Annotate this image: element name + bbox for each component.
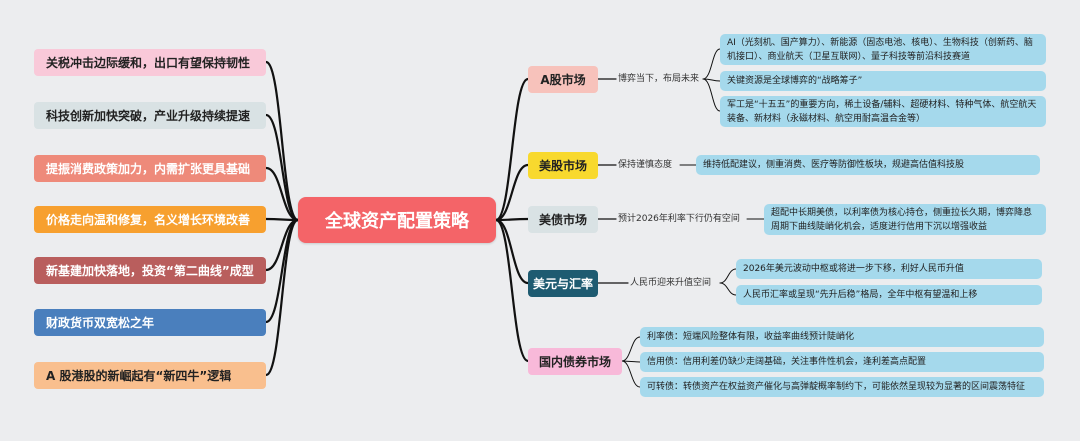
left-point-3-text: 提振消费政策加力，内需扩张更具基础 <box>46 162 251 176</box>
left-point-2-text: 科技创新加快突破，产业升级持续提速 <box>46 109 251 123</box>
link-branch-5 <box>494 218 530 363</box>
leaf-credit-bond-text: 信用债：信用利差仍缺少走阔基础，关注事件性机会，逢利差高点配置 <box>647 357 927 367</box>
link-left-2 <box>264 113 300 222</box>
branch-us-treasury-market: 美债市场 <box>528 206 598 233</box>
leaf-rate-bond: 利率债：短端风险整体有限，收益率曲线预计陡峭化 <box>640 327 1044 347</box>
left-point-5-text: 新基建加快落地，投资“第二曲线”成型 <box>46 264 254 278</box>
leaf-rate-bond-text: 利率债：短端风险整体有限，收益率曲线预计陡峭化 <box>647 332 855 342</box>
link-bond-leaf-3 <box>621 360 641 388</box>
leaf-usd-trend: 2026年美元波动中枢或将进一步下移，利好人民币升值 <box>736 259 1042 279</box>
connector-us-treasury: 预计2026年利率下行仍有空间 <box>618 214 740 224</box>
left-point-6-text: 财政货币双宽松之年 <box>46 316 155 330</box>
leaf-rmb-trend: 人民币汇率或呈现“先升后稳”格局，全年中枢有望温和上移 <box>736 285 1042 305</box>
branch-usd-exchange-label: 美元与汇率 <box>532 277 593 291</box>
leaf-convertible-bond: 可转债：转债资产在权益资产催化与高弹靛概率制约下，可能依然呈现较为显著的区间震荡… <box>640 377 1044 397</box>
link-a-share-leaf-1 <box>702 48 721 80</box>
left-point-2: 科技创新加快突破，产业升级持续提速 <box>34 102 266 129</box>
branch-domestic-bond-label: 国内债券市场 <box>538 355 611 369</box>
leaf-us-stock-text: 维持低配建议，侧重消费、医疗等防御性板块，规避高估值科技股 <box>703 160 965 170</box>
link-bond-leaf-1 <box>621 336 641 362</box>
link-branch-3 <box>494 217 530 222</box>
left-point-5: 新基建加快落地，投资“第二曲线”成型 <box>34 257 266 284</box>
left-point-4: 价格走向温和修复，名义增长环境改善 <box>34 206 266 233</box>
leaf-a-share-tech-text: AI（光刻机、国产算力）、新能源（固态电池、核电）、生物科技（创新药、脑机接口）… <box>727 37 1033 62</box>
left-point-1-text: 关税冲击边际缓和，出口有望保持韧性 <box>46 56 251 70</box>
leaf-convertible-bond-text: 可转债：转债资产在权益资产催化与高弹靛概率制约下，可能依然呈现较为显著的区间震荡… <box>647 382 1026 392</box>
center-node: 全球资产配置策略 <box>298 197 496 243</box>
branch-usd-exchange-rate: 美元与汇率 <box>528 270 598 297</box>
leaf-usd-trend-text: 2026年美元波动中枢或将进一步下移，利好人民币升值 <box>743 264 964 274</box>
left-point-1: 关税冲击边际缓和，出口有望保持韧性 <box>34 49 266 76</box>
left-point-3: 提振消费政策加力，内需扩张更具基础 <box>34 155 266 182</box>
link-usd-leaf-1 <box>719 268 737 284</box>
leaf-credit-bond: 信用债：信用利差仍缺少走阔基础，关注事件性机会，逢利差高点配置 <box>640 352 1044 372</box>
leaf-us-stock: 维持低配建议，侧重消费、医疗等防御性板块，规避高估值科技股 <box>696 155 1040 175</box>
leaf-a-share-resources-text: 关键资源是全球博弈的“战略筹子” <box>727 76 863 86</box>
leaf-us-treasury: 超配中长期美债，以利率债为核心持仓，侧重拉长久期，博弈降息周期下曲线陡峭化机会，… <box>764 204 1046 235</box>
link-left-1 <box>264 60 300 222</box>
left-point-6: 财政货币双宽松之年 <box>34 309 266 336</box>
left-point-7: A 股港股的新崛起有“新四牛”逻辑 <box>34 362 266 389</box>
leaf-a-share-tech: AI（光刻机、国产算力）、新能源（固态电池、核电）、生物科技（创新药、脑机接口）… <box>720 34 1046 65</box>
link-bond-leaf-2 <box>621 360 641 363</box>
leaf-a-share-resources: 关键资源是全球博弈的“战略筹子” <box>720 71 1046 91</box>
leaf-rmb-trend-text: 人民币汇率或呈现“先升后稳”格局，全年中枢有望温和上移 <box>743 290 978 300</box>
branch-a-share-label: A股市场 <box>540 73 586 87</box>
left-point-7-text: A 股港股的新崛起有“新四牛”逻辑 <box>46 369 232 383</box>
branch-a-share-market: A股市场 <box>528 66 598 93</box>
link-a-share-leaf-3 <box>702 78 721 112</box>
branch-domestic-bond-market: 国内债券市场 <box>528 348 622 375</box>
center-title: 全球资产配置策略 <box>325 211 469 232</box>
connector-usd-exchange: 人民币迎来升值空间 <box>630 278 712 288</box>
branch-us-treasury-label: 美债市场 <box>538 213 587 227</box>
branch-us-stock-label: 美股市场 <box>538 159 587 173</box>
link-branch-4 <box>494 218 530 285</box>
leaf-a-share-defense-text: 军工是“十五五”的重要方向，稀土设备/辅料、超硬材料、特种气体、航空航天装备、新… <box>727 99 1037 124</box>
leaf-us-treasury-text: 超配中长期美债，以利率债为核心持仓，侧重拉长久期，博弈降息周期下曲线陡峭化机会，… <box>771 207 1033 232</box>
branch-us-stock-market: 美股市场 <box>528 152 598 179</box>
link-left-3 <box>264 166 300 222</box>
link-left-7 <box>264 218 300 377</box>
left-point-4-text: 价格走向温和修复，名义增长环境改善 <box>46 213 251 227</box>
connector-us-stock: 保持谨慎态度 <box>618 160 673 170</box>
link-branch-1 <box>494 77 530 222</box>
leaf-a-share-defense: 军工是“十五五”的重要方向，稀土设备/辅料、超硬材料、特种气体、航空航天装备、新… <box>720 96 1046 127</box>
link-left-4 <box>264 217 300 222</box>
link-branch-2 <box>494 163 530 222</box>
connector-a-share: 博弈当下，布局未来 <box>618 74 700 84</box>
link-usd-leaf-2 <box>719 282 737 296</box>
